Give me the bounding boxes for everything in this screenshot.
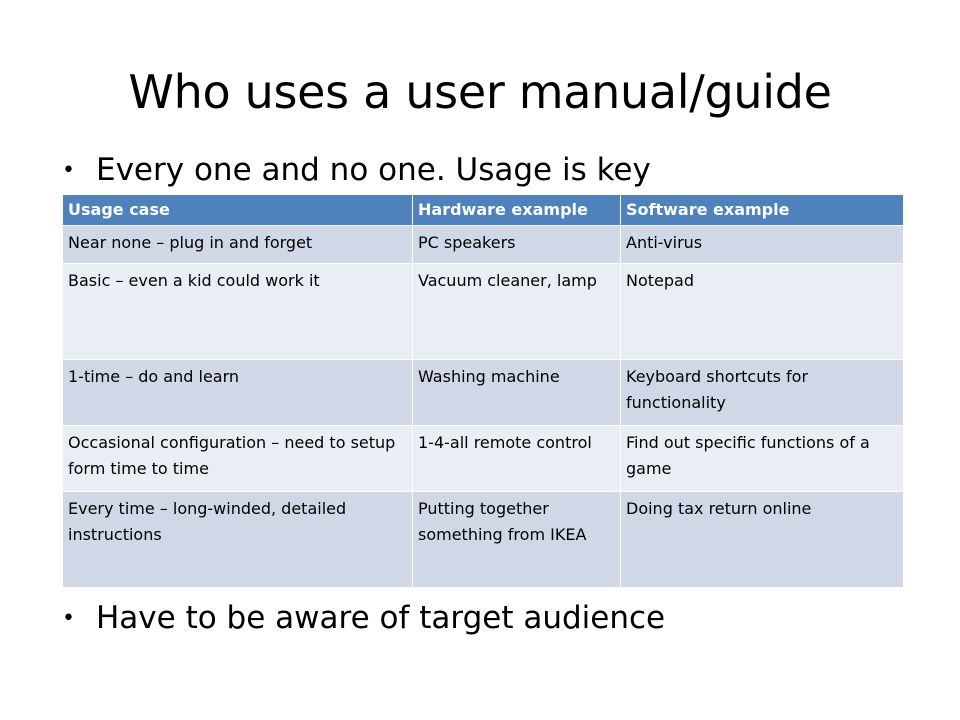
column-header-software-example: Software example	[620, 194, 904, 226]
table-row: Near none – plug in and forget PC speake…	[62, 225, 904, 264]
table-header-row: Usage case Hardware example Software exa…	[62, 194, 904, 226]
slide-title: Who uses a user manual/guide	[128, 65, 832, 119]
bullet-text: Have to be aware of target audience	[96, 600, 666, 636]
table-cell: Near none – plug in and forget	[62, 225, 413, 264]
table-cell: 1-4-all remote control	[412, 425, 621, 492]
table-row: 1-time – do and learn Washing machine Ke…	[62, 359, 904, 426]
table-cell: Putting together something from IKEA	[412, 491, 621, 588]
usage-table: Usage case Hardware example Software exa…	[62, 194, 904, 588]
bullet-item: • Have to be aware of target audience	[62, 598, 665, 639]
table-cell: Basic – even a kid could work it	[62, 263, 413, 360]
column-header-hardware-example: Hardware example	[412, 194, 621, 226]
table-row: Occasional configuration – need to setup…	[62, 425, 904, 492]
table-cell: Keyboard shortcuts for functionality	[620, 359, 904, 426]
bullet-dot-icon: •	[62, 158, 75, 183]
table-cell: Find out specific functions of a game	[620, 425, 904, 492]
table-cell: Occasional configuration – need to setup…	[62, 425, 413, 492]
table-cell: Vacuum cleaner, lamp	[412, 263, 621, 360]
column-header-usage-case: Usage case	[62, 194, 413, 226]
table-cell: Washing machine	[412, 359, 621, 426]
bullet-text: Every one and no one. Usage is key	[96, 152, 651, 188]
table-cell: 1-time – do and learn	[62, 359, 413, 426]
table-cell: Anti-virus	[620, 225, 904, 264]
table-cell: PC speakers	[412, 225, 621, 264]
bullet-item: • Every one and no one. Usage is key	[62, 150, 651, 191]
table-cell: Doing tax return online	[620, 491, 904, 588]
table-cell: Notepad	[620, 263, 904, 360]
table-row: Basic – even a kid could work it Vacuum …	[62, 263, 904, 360]
bullet-dot-icon: •	[62, 606, 75, 631]
table-row: Every time – long-winded, detailed instr…	[62, 491, 904, 588]
table-cell: Every time – long-winded, detailed instr…	[62, 491, 413, 588]
